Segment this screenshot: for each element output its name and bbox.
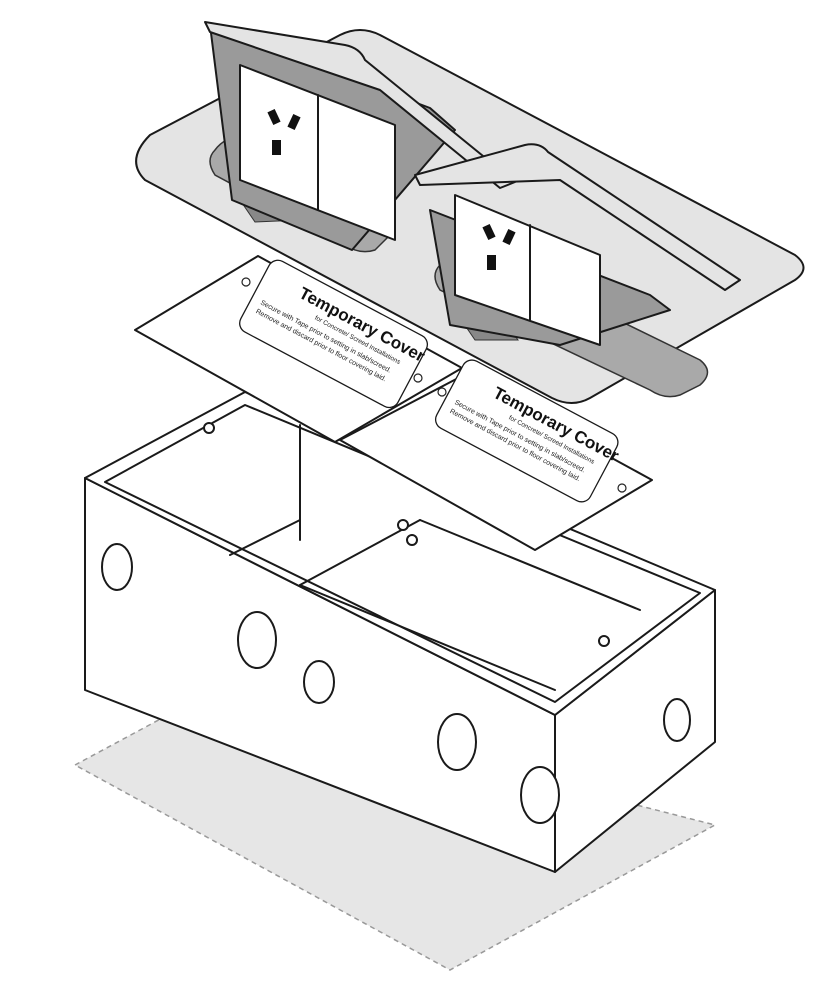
floor-footprint	[73, 694, 718, 971]
knockout-hole	[101, 543, 133, 591]
knockout-hole	[663, 698, 691, 742]
knockout-hole	[303, 660, 335, 704]
knockout-hole	[237, 611, 277, 669]
knockout-hole	[520, 766, 560, 824]
socket-outlet-right	[414, 143, 741, 346]
socket-outlet-left	[204, 21, 516, 251]
knockout-hole	[437, 713, 477, 771]
back-box	[84, 391, 716, 873]
temporary-cover-right: Temporary Cover for Concrete/ Screed Ins…	[339, 359, 653, 551]
